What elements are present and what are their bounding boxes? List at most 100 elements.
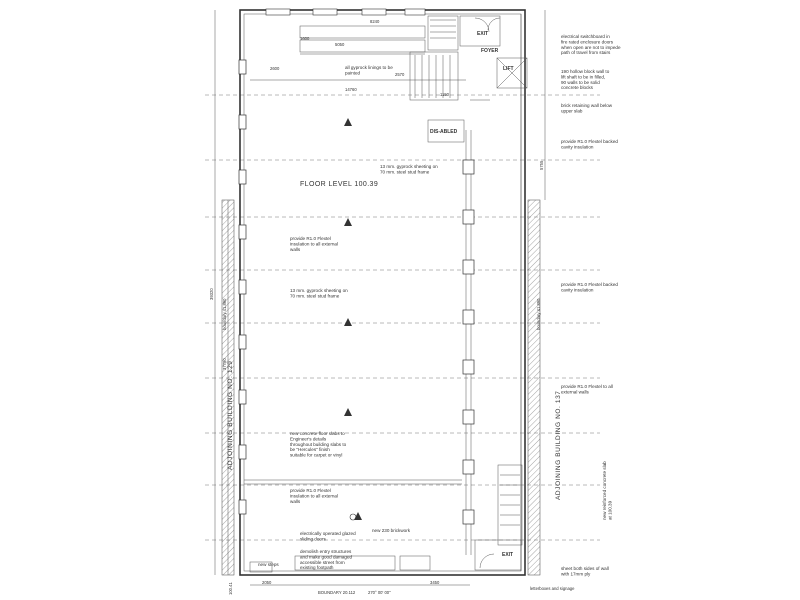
note-text-line: accessible street from (300, 560, 345, 565)
note-text: electrically operated glazed (300, 531, 356, 536)
note-text: 13 mm. gyprock sheeting on (380, 164, 438, 169)
note-text: provide R1.0 Flextel (290, 236, 331, 241)
top-dim-5: 2600 (270, 66, 280, 71)
note-text-line: path of travel from stairs (561, 50, 611, 55)
note-text: new concrete floor slabs to (290, 431, 345, 436)
note-text-line: cavity insulation (561, 144, 594, 149)
note-text-line: at 100.39 (607, 500, 612, 520)
left-corner-level: 100.41 (228, 582, 233, 595)
note-text: provide R1.0 Flextel backed (561, 139, 618, 144)
top-dim-2: 5050 (335, 42, 345, 47)
top-dim-3: 1600 (300, 36, 310, 41)
note-text-line: and make good damaged (300, 554, 353, 559)
note-text-line: insulation to all external (290, 241, 338, 246)
foyer-label: FOYER (481, 48, 499, 54)
note-text-line: be "Hercules" finish (290, 447, 330, 452)
left-wall-piers (238, 59, 247, 515)
top-dim-4: 14760 (345, 87, 357, 92)
note-text: new reinforced concrete slab (602, 461, 607, 520)
boundary-label: BOUNDARY 20.112 (318, 590, 356, 595)
note-vertical-slab: new reinforced concrete slabat 100.39 (602, 461, 612, 520)
lift-label: LIFT (503, 66, 514, 72)
note-text-line: throughout building slabs to (290, 442, 347, 447)
note-text-line: walls (290, 247, 301, 252)
exit-top-label: EXIT (477, 31, 488, 37)
top-dim-6: 2570 (395, 72, 405, 77)
note-text-line: lift shaft to be in filled, (561, 74, 605, 79)
note-text: 13 mm. gyprock sheeting on (290, 288, 348, 293)
right-boundary-label: boundary 41.890 (536, 298, 541, 330)
note-text-line: cavity insulation (561, 287, 594, 292)
note-text: 190 hollow block wall to (561, 69, 610, 74)
exit-bottom-label: EXIT (502, 552, 513, 558)
note-text: provide R1.0 Flextel (290, 488, 331, 493)
bottom-right-dimension: 3450 (430, 580, 440, 585)
right-upper-dimension: 5755 (539, 160, 544, 170)
note-text-line: suitable for carpet or vinyl (290, 453, 342, 458)
adjoining-building-right-label: ADJOINING BUILDING NO. 137 (555, 390, 562, 500)
top-windows (265, 8, 426, 16)
note-text: all gyprock linings to be (345, 65, 393, 70)
note-text: brick retaining wall below (561, 103, 613, 108)
note-text-line: 90 walls to be solid (561, 80, 600, 85)
note-text-line: sliding doors (300, 536, 326, 541)
note-new-steps: new steps (258, 562, 279, 567)
note-text-line: external walls (561, 389, 590, 394)
note-brickwork: new 230 brickwork (372, 528, 411, 533)
level-markers (344, 118, 362, 520)
top-dim-1: 8240 (370, 19, 380, 24)
internal-column-line (462, 130, 475, 555)
dimension-lines (214, 10, 546, 586)
note-text: demolish entry structures (300, 549, 352, 554)
note-text: provide R1.0 Flextel backed (561, 282, 618, 287)
bottom-exit-stair (474, 464, 523, 571)
stair-and-service-core (299, 15, 528, 143)
note-text-line: walls (290, 499, 301, 504)
adjoining-building-right-hatch (527, 199, 541, 576)
note-text-line: painted (345, 70, 361, 75)
note-text: sheet both sides of wall (561, 566, 609, 571)
dis-abled-label: DIS-ABLED (430, 129, 458, 135)
note-text: new steps (258, 562, 279, 567)
left-boundary-label: boundary 41.890 (222, 298, 227, 330)
adjoining-building-left-label: ADJOINING BUILDING NO. 129 (227, 360, 234, 470)
entry-structures (244, 479, 462, 573)
note-text: electrical switchboard in (561, 34, 610, 39)
construction-lines (205, 94, 600, 541)
note-text-line: upper slab (561, 108, 583, 113)
note-text-line: with 17mm ply (561, 571, 591, 576)
note-text: provide R1.0 Flextel to all (561, 384, 613, 389)
note-text-line: existing footpath (300, 565, 334, 570)
note-text-line: fire rated enclosure doors (561, 39, 614, 44)
note-text-line: 70 mm. steel stud frame (380, 169, 430, 174)
top-dim-7: 1150 (440, 92, 450, 97)
bearing-label: 270° 00' 00" (368, 590, 391, 595)
note-text-line: insulation to all external (290, 493, 338, 498)
floor-level-label: FLOOR LEVEL 100.39 (300, 181, 378, 188)
note-text-line: when open are not to impede (561, 45, 621, 50)
inner-length-dimension: 37790 (222, 358, 227, 370)
note-text-line: concrete blocks (561, 85, 594, 90)
bottom-left-dimension: 2050 (262, 580, 272, 585)
note-text: new 230 brickwork (372, 528, 411, 533)
letterboxes-note: letterboxes and signage (530, 586, 575, 591)
note-text-line: Engineer's details (290, 436, 327, 441)
overall-length-dimension: 39320 (209, 288, 214, 300)
note-text-line: 70 mm. steel stud frame (290, 293, 340, 298)
